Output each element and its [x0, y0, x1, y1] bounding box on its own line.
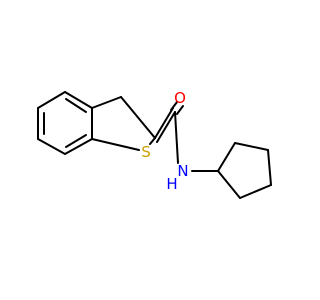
bond-c2-carbonyl-aux: [156, 111, 176, 143]
atom-sulfur: S: [141, 143, 151, 161]
atom-oxygen: O: [174, 89, 186, 107]
bond-benzene-5: [64, 91, 93, 109]
atom-nitrogen: N: [177, 162, 188, 180]
bond-benzene-6: [37, 91, 66, 109]
bond-cyclopentyl-1: [217, 142, 236, 172]
bond-carbonyl-o-1: [170, 101, 178, 111]
bond-benzene-3: [64, 138, 93, 155]
bond-ring-c2-s: [149, 137, 156, 145]
bond-cyclopentyl-5: [217, 170, 241, 199]
bond-c2-carbonyl: [154, 107, 174, 139]
bond-carbonyl-n: [174, 111, 179, 164]
bond-ring-s-c7a: [91, 138, 140, 151]
bond-benzene-inner-3: [65, 98, 87, 113]
bond-carbonyl-o-2: [176, 105, 184, 115]
bond-cyclopentyl-4: [239, 184, 272, 199]
bond-benzene-2: [37, 138, 66, 155]
bond-ring-c3-c2: [120, 96, 156, 139]
molecule-canvas: S O N H: [37, 89, 272, 199]
bond-cyclopentyl-3: [267, 149, 272, 186]
bond-cyclopentyl-2: [234, 142, 269, 151]
bond-benzene-inner-2: [65, 134, 87, 148]
molecule-structure: S O N H: [37, 89, 272, 199]
atom-nitrogen-hydrogen: H: [166, 175, 177, 193]
bond-layer: [37, 91, 272, 199]
bond-ring-c3a-c3: [91, 96, 122, 109]
